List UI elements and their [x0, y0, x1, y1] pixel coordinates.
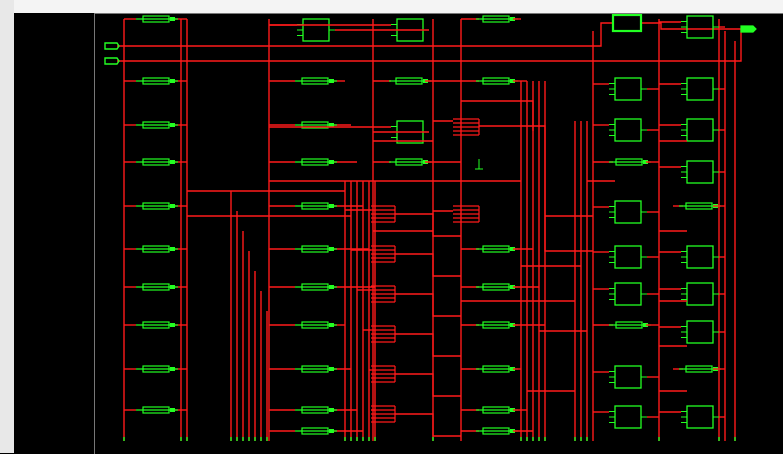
lut-cell[interactable]: [681, 245, 719, 269]
mux-cell[interactable]: [371, 365, 396, 383]
lut-cell[interactable]: [609, 365, 647, 389]
flip-flop-cell[interactable]: [611, 14, 643, 33]
output-port-icon[interactable]: [740, 25, 757, 33]
wire: [395, 413, 461, 437]
lut-cell[interactable]: [681, 405, 719, 429]
mux-cell[interactable]: [453, 205, 480, 223]
buffer-cell[interactable]: [476, 283, 518, 291]
buffer-cell[interactable]: [295, 283, 337, 291]
buffer-cell[interactable]: [476, 321, 518, 329]
lut-cell[interactable]: [681, 118, 719, 142]
buffer-cell[interactable]: [295, 77, 337, 85]
buffer-cell[interactable]: [476, 427, 518, 435]
left-toolbar-strip: [0, 0, 14, 453]
lut-cell[interactable]: [609, 200, 647, 224]
buffer-cell[interactable]: [295, 321, 337, 329]
buffer-cell[interactable]: [609, 158, 651, 166]
lut-cell[interactable]: [609, 118, 647, 142]
buffer-cell[interactable]: [389, 158, 431, 166]
buffer-cell[interactable]: [295, 202, 337, 210]
buffer-cell[interactable]: [389, 77, 431, 85]
input-port-icon[interactable]: [104, 42, 120, 50]
schematic-gutter: [14, 13, 94, 453]
lut-cell[interactable]: [609, 77, 647, 101]
lut-cell[interactable]: [609, 405, 647, 429]
buffer-cell[interactable]: [476, 245, 518, 253]
buffer-cell[interactable]: [476, 77, 518, 85]
schematic-canvas[interactable]: [94, 13, 783, 454]
buffer-cell[interactable]: [295, 365, 337, 373]
wire: [461, 100, 534, 131]
wire: [395, 373, 461, 397]
buffer-cell[interactable]: [476, 406, 518, 414]
buffer-cell[interactable]: [295, 245, 337, 253]
buffer-cell[interactable]: [136, 121, 178, 129]
lut-cell[interactable]: [609, 245, 647, 269]
buffer-cell[interactable]: [295, 158, 337, 166]
buffer-cell[interactable]: [136, 321, 178, 329]
wire: [395, 253, 461, 277]
buffer-cell[interactable]: [136, 365, 178, 373]
buffer-cell[interactable]: [476, 365, 518, 373]
buffer-cell[interactable]: [136, 202, 178, 210]
schematic-svg[interactable]: [95, 14, 783, 454]
wire: [395, 213, 461, 237]
buffer-cell[interactable]: [136, 77, 178, 85]
buffer-cell[interactable]: [136, 283, 178, 291]
buffer-cell[interactable]: [295, 121, 337, 129]
buffer-cell[interactable]: [136, 15, 178, 23]
buffer-cell[interactable]: [136, 406, 178, 414]
lut-cell[interactable]: [681, 77, 719, 101]
lut-cell[interactable]: [681, 15, 719, 39]
lut-cell[interactable]: [297, 18, 335, 42]
mux-cell[interactable]: [371, 285, 396, 303]
wire: [395, 333, 461, 357]
mux-cell[interactable]: [453, 118, 480, 136]
lut-cell[interactable]: [681, 282, 719, 306]
wire: [395, 293, 461, 317]
net-input-2: [117, 29, 742, 62]
buffer-cell[interactable]: [295, 406, 337, 414]
input-port-icon[interactable]: [104, 57, 120, 65]
buffer-cell[interactable]: [136, 158, 178, 166]
buffer-cell[interactable]: [609, 321, 651, 329]
buffer-cell[interactable]: [136, 245, 178, 253]
net-input-1: [117, 22, 613, 47]
top-toolbar-strip: [14, 0, 783, 13]
lut-cell[interactable]: [609, 282, 647, 306]
mux-cell[interactable]: [371, 325, 396, 343]
mux-cell[interactable]: [371, 245, 396, 263]
wire: [479, 125, 593, 252]
buffer-cell[interactable]: [295, 427, 337, 435]
buffer-cell[interactable]: [476, 15, 518, 23]
lut-cell[interactable]: [681, 320, 719, 344]
net-output: [641, 22, 741, 30]
lut-cell[interactable]: [681, 160, 719, 184]
